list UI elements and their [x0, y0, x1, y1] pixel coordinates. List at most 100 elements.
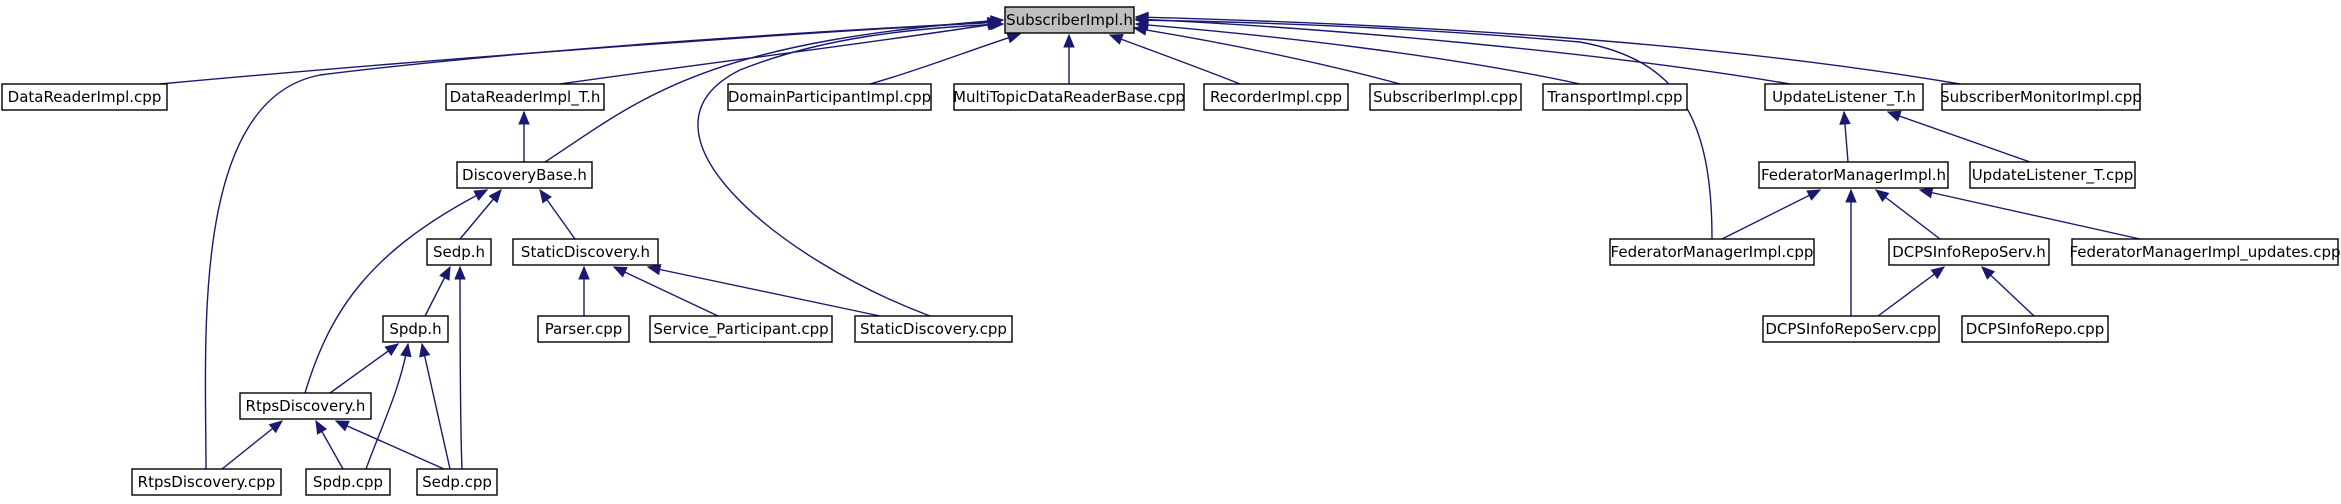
node-box	[1969, 161, 2136, 189]
edge-federatormanagerimpl-cpp-to-subscriberimpl-h-line	[1135, 19, 1713, 240]
node-rtpsdiscovery-cpp[interactable]: RtpsDiscovery.cpp	[131, 468, 282, 496]
node-label: RtpsDiscovery.cpp	[138, 473, 276, 491]
edges-layer	[159, 11, 2141, 470]
edge-recorderimpl-cpp-to-subscriberimpl-h	[1108, 34, 1241, 85]
edge-sedp-h-to-discoverybase-h-arrowhead	[488, 189, 502, 204]
node-domainparticipantimpl-cpp[interactable]: DomainParticipantImpl.cpp	[727, 83, 932, 111]
node-staticdiscovery-cpp[interactable]: StaticDiscovery.cpp	[854, 315, 1013, 343]
edge-dcpsinforepo-cpp-to-dcpsinforeposerv-h-arrowhead	[1981, 266, 1996, 280]
node-rtpsdiscovery-h[interactable]: RtpsDiscovery.h	[239, 392, 372, 420]
node-box	[649, 315, 833, 343]
node-sedp-h[interactable]: Sedp.h	[426, 238, 492, 266]
node-label: StaticDiscovery.cpp	[860, 320, 1007, 338]
edge-rtpsdiscovery-h-to-spdp-h-line	[329, 343, 399, 394]
edge-multitopicdatareaderbase-cpp-to-subscriberimpl-h	[1063, 33, 1075, 84]
edge-sedp-cpp-to-spdp-h-line	[421, 343, 451, 470]
edge-service-participant-cpp-to-staticdiscovery-h-arrowhead	[612, 266, 628, 278]
node-sedp-cpp[interactable]: Sedp.cpp	[416, 468, 498, 496]
node-label: RecorderImpl.cpp	[1210, 88, 1342, 106]
node-subscriberimpl-cpp[interactable]: SubscriberImpl.cpp	[1369, 83, 1522, 111]
edge-federatormanagerimpl-cpp-to-federatormanagerimpl-h	[1721, 189, 1822, 240]
edge-dcpsinforeposerv-cpp-to-dcpsinforeposerv-h	[1877, 266, 1946, 317]
edge-staticdiscovery-cpp-to-staticdiscovery-h-arrowhead	[646, 263, 662, 276]
edge-federatormanagerimpl-cpp-to-federatormanagerimpl-h-arrowhead	[1806, 189, 1822, 201]
node-staticdiscovery-h[interactable]: StaticDiscovery.h	[512, 238, 659, 266]
edge-subscribermonitorimpl-cpp-to-subscriberimpl-h	[1134, 11, 1961, 85]
node-label: Service_Participant.cpp	[653, 320, 828, 339]
node-label: DataReaderImpl.cpp	[8, 88, 162, 106]
edge-rtpsdiscovery-h-to-discoverybase-h-line	[304, 189, 488, 394]
node-subscriberimpl-h[interactable]: SubscriberImpl.h	[1004, 6, 1135, 34]
node-label: SubscriberImpl.h	[1006, 11, 1133, 29]
edge-rtpsdiscovery-cpp-to-rtpsdiscovery-h	[221, 420, 284, 470]
node-label: DiscoveryBase.h	[462, 166, 587, 184]
node-datareaderimpl-t-h[interactable]: DataReaderImpl_T.h	[445, 83, 605, 111]
edge-staticdiscovery-h-to-discoverybase-h	[539, 188, 576, 240]
edge-staticdiscovery-cpp-to-subscriberimpl-h-arrowhead	[990, 18, 1005, 31]
node-box	[416, 468, 498, 496]
edge-spdp-cpp-to-spdp-h-arrowhead	[400, 342, 412, 358]
edge-sedp-cpp-to-rtpsdiscovery-h-line	[335, 420, 445, 470]
node-updatelistener-t-h[interactable]: UpdateListener_T.h	[1764, 83, 1924, 111]
node-box	[1369, 83, 1522, 111]
edge-domainparticipantimpl-cpp-to-subscriberimpl-h-arrowhead	[1006, 32, 1022, 44]
node-box	[1609, 238, 1815, 266]
node-parser-cpp[interactable]: Parser.cpp	[537, 315, 630, 343]
edge-transportimpl-cpp-to-subscriberimpl-h-line	[1135, 23, 1581, 85]
node-label: SubscriberImpl.cpp	[1373, 88, 1518, 106]
node-spdp-cpp[interactable]: Spdp.cpp	[305, 468, 391, 496]
edge-dcpsinforeposerv-cpp-to-dcpsinforeposerv-h-line	[1877, 266, 1945, 317]
node-federatormanagerimpl-cpp[interactable]: FederatorManagerImpl.cpp	[1609, 238, 1815, 266]
edge-federatormanagerimpl-cpp-to-federatormanagerimpl-h-line	[1721, 189, 1821, 240]
node-service-participant-cpp[interactable]: Service_Participant.cpp	[649, 315, 833, 343]
edge-sedp-cpp-to-spdp-h	[419, 342, 451, 470]
node-box	[445, 83, 605, 111]
node-box	[1888, 238, 2050, 266]
node-multitopicdatareaderbase-cpp[interactable]: MultiTopicDataReaderBase.cpp	[953, 83, 1185, 111]
edge-rtpsdiscovery-h-to-spdp-h-arrowhead	[384, 343, 400, 356]
edge-staticdiscovery-h-to-discoverybase-h-arrowhead	[539, 188, 552, 204]
node-box	[1758, 161, 1949, 189]
node-federatormanagerimpl-updates-cpp[interactable]: FederatorManagerImpl_updates.cpp	[2069, 238, 2341, 266]
node-dcpsinforeposerv-cpp[interactable]: DCPSInfoRepoServ.cpp	[1762, 315, 1940, 343]
node-transportimpl-cpp[interactable]: TransportImpl.cpp	[1542, 83, 1688, 111]
edge-dcpsinforeposerv-cpp-to-federatormanagerimpl-h-arrowhead	[1845, 188, 1857, 203]
edge-sedp-cpp-to-rtpsdiscovery-h-arrowhead	[334, 420, 350, 432]
node-dcpsinforepo-cpp[interactable]: DCPSInfoRepo.cpp	[1961, 315, 2109, 343]
node-label: FederatorManagerImpl.cpp	[1611, 243, 1814, 261]
node-updatelistener-t-cpp[interactable]: UpdateListener_T.cpp	[1969, 161, 2136, 189]
node-label: UpdateListener_T.h	[1772, 88, 1916, 107]
edge-domainparticipantimpl-cpp-to-subscriberimpl-h	[869, 32, 1022, 85]
edge-sedp-cpp-to-sedp-h-arrowhead	[454, 265, 466, 280]
node-label: DCPSInfoRepoServ.h	[1892, 243, 2046, 261]
node-box	[131, 468, 282, 496]
node-federatormanagerimpl-h[interactable]: FederatorManagerImpl.h	[1758, 161, 1949, 189]
node-datareaderimpl-cpp[interactable]: DataReaderImpl.cpp	[1, 83, 168, 111]
node-discoverybase-h[interactable]: DiscoveryBase.h	[456, 161, 593, 189]
edge-spdp-cpp-to-spdp-h	[365, 342, 412, 470]
edge-rtpsdiscovery-h-to-spdp-h	[329, 343, 400, 394]
edge-datareaderimpl-t-h-to-subscriberimpl-h	[559, 19, 1002, 85]
edge-rtpsdiscovery-h-to-discoverybase-h-arrowhead	[473, 189, 489, 201]
edge-federatormanagerimpl-h-to-updatelistener-t-h-arrowhead	[1839, 110, 1851, 125]
node-spdp-h[interactable]: Spdp.h	[382, 315, 449, 343]
edge-subscriberimpl-cpp-to-subscriberimpl-h-line	[1133, 27, 1401, 85]
edge-federatormanagerimpl-h-to-updatelistener-t-h	[1839, 110, 1851, 163]
node-recorderimpl-cpp[interactable]: RecorderImpl.cpp	[1203, 83, 1349, 111]
edge-spdp-cpp-to-spdp-h-line	[365, 343, 409, 470]
node-subscribermonitorimpl-cpp[interactable]: SubscriberMonitorImpl.cpp	[1940, 83, 2142, 111]
node-box	[1762, 315, 1940, 343]
edge-sedp-cpp-to-sedp-h	[454, 265, 466, 470]
edge-sedp-h-to-discoverybase-h	[459, 189, 502, 240]
edge-dcpsinforeposerv-cpp-to-federatormanagerimpl-h	[1845, 188, 1857, 316]
node-dcpsinforeposerv-h[interactable]: DCPSInfoRepoServ.h	[1888, 238, 2050, 266]
edge-datareaderimpl-t-h-to-subscriberimpl-h-line	[559, 22, 1001, 85]
node-box	[456, 161, 593, 189]
node-box	[305, 468, 391, 496]
node-box	[512, 238, 659, 266]
edge-dcpsinforeposerv-h-to-federatormanagerimpl-h-arrowhead	[1874, 189, 1890, 203]
edge-sedp-cpp-to-spdp-h-arrowhead	[419, 342, 431, 358]
edge-subscribermonitorimpl-cpp-to-subscriberimpl-h-arrowhead	[1134, 11, 1149, 24]
edge-domainparticipantimpl-cpp-to-subscriberimpl-h-line	[869, 33, 1021, 85]
edge-spdp-h-to-sedp-h	[424, 265, 451, 317]
